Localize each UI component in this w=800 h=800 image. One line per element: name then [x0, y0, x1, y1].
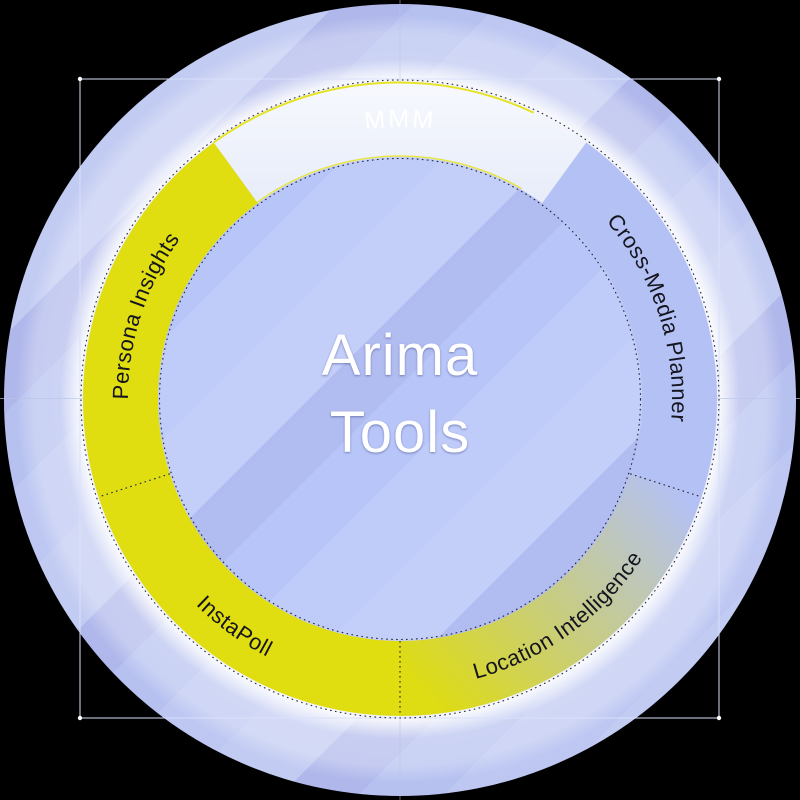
guide-corner-dot-bottom-right [716, 715, 722, 721]
segment-persona-insights [82, 142, 258, 497]
guide-corner-dot-top-left [77, 76, 83, 82]
wheel-segments [82, 81, 718, 717]
label-mmm: MMM [363, 105, 437, 135]
ring-outer-dotted-border [80, 79, 720, 719]
center-title: Arima Tools [322, 323, 478, 465]
guide-corner-dot-top-right [716, 76, 722, 82]
ring-borders [80, 79, 720, 719]
mmm-outer-yellow-edge [213, 81, 535, 144]
inner-disc [158, 157, 642, 641]
ring-inner-dotted-border [158, 157, 642, 641]
segment-mmm [213, 81, 587, 204]
title-line-2: Tools [330, 400, 470, 465]
segment-cross-media-planner [542, 142, 718, 497]
segment-location-intelligence [400, 473, 702, 716]
title-line-1: Arima [322, 323, 478, 388]
mmm-inner-yellow-edge [256, 155, 522, 204]
guide-corner-dot-bottom-left [77, 715, 83, 721]
segment-instapoll [98, 473, 400, 717]
inner-disc-stripes [158, 157, 642, 641]
